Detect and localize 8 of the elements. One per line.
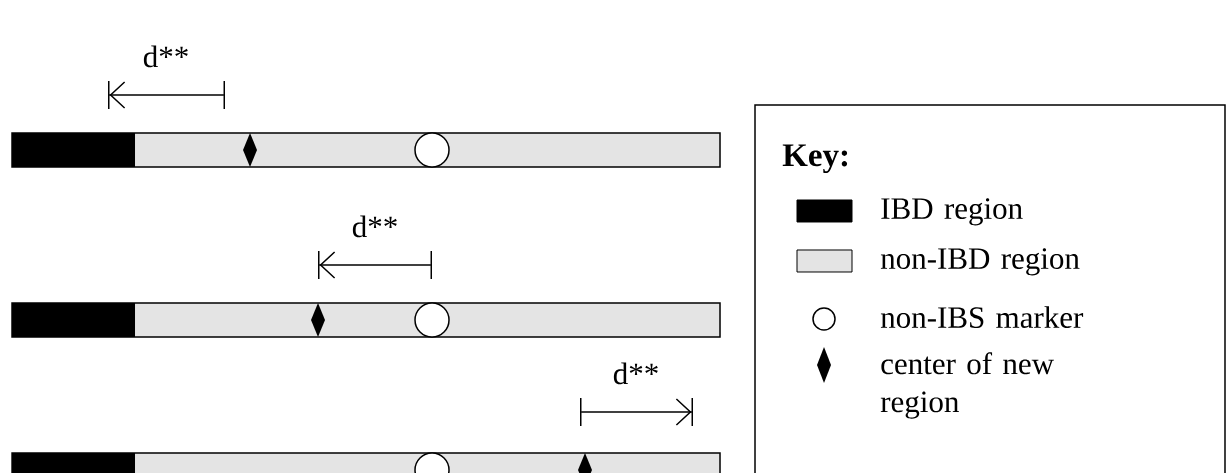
legend-title: Key: <box>782 144 848 174</box>
dimension-label: d** <box>352 215 397 238</box>
legend-label: center of new region <box>880 352 1054 419</box>
legend-label: IBD region <box>881 198 1023 226</box>
dimension-label: d** <box>143 45 188 68</box>
legend-label: non-IBS marker <box>880 306 1084 328</box>
dimension-label: d** <box>613 362 658 385</box>
legend-label: non-IBD region <box>880 248 1080 276</box>
